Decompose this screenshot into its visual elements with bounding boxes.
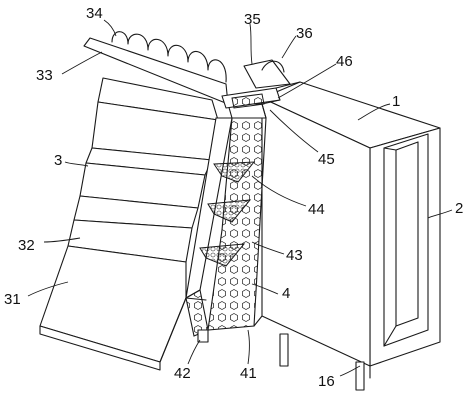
top-bracket <box>221 59 301 109</box>
label-44: 44 <box>308 201 325 218</box>
leg-right <box>355 361 365 391</box>
shelf-lower <box>199 243 246 267</box>
label-36: 36 <box>296 25 313 42</box>
right-housing <box>261 81 441 367</box>
label-4: 4 <box>282 285 290 302</box>
label-32: 32 <box>18 237 35 254</box>
feed-plate-assembly <box>83 31 229 105</box>
feed-plate <box>83 37 229 105</box>
support-legs <box>279 333 371 391</box>
label-1: 1 <box>392 93 400 110</box>
stepped-hopper <box>39 77 219 371</box>
outlet <box>197 329 209 343</box>
leader-lines <box>27 19 453 377</box>
housing-groove-inner <box>395 141 419 327</box>
shelf-middle <box>207 199 252 223</box>
leg-left <box>279 333 289 367</box>
label-42: 42 <box>174 365 191 382</box>
label-46: 46 <box>336 53 353 70</box>
label-31: 31 <box>4 291 21 308</box>
label-3: 3 <box>54 152 62 169</box>
channel-assembly <box>185 103 267 343</box>
label-45: 45 <box>318 151 335 168</box>
label-34: 34 <box>86 5 103 22</box>
label-33: 33 <box>36 67 53 84</box>
label-16: 16 <box>318 373 335 390</box>
label-43: 43 <box>286 247 303 264</box>
channel-foot <box>185 289 209 337</box>
spring-coil <box>111 31 227 83</box>
label-35: 35 <box>244 11 261 28</box>
label-2: 2 <box>455 200 463 217</box>
label-41: 41 <box>240 365 257 382</box>
shelf-upper <box>213 161 256 183</box>
reference-labels: 1 2 3 4 16 31 32 33 34 35 36 41 42 43 44… <box>4 5 463 390</box>
base-wedge <box>39 245 187 363</box>
